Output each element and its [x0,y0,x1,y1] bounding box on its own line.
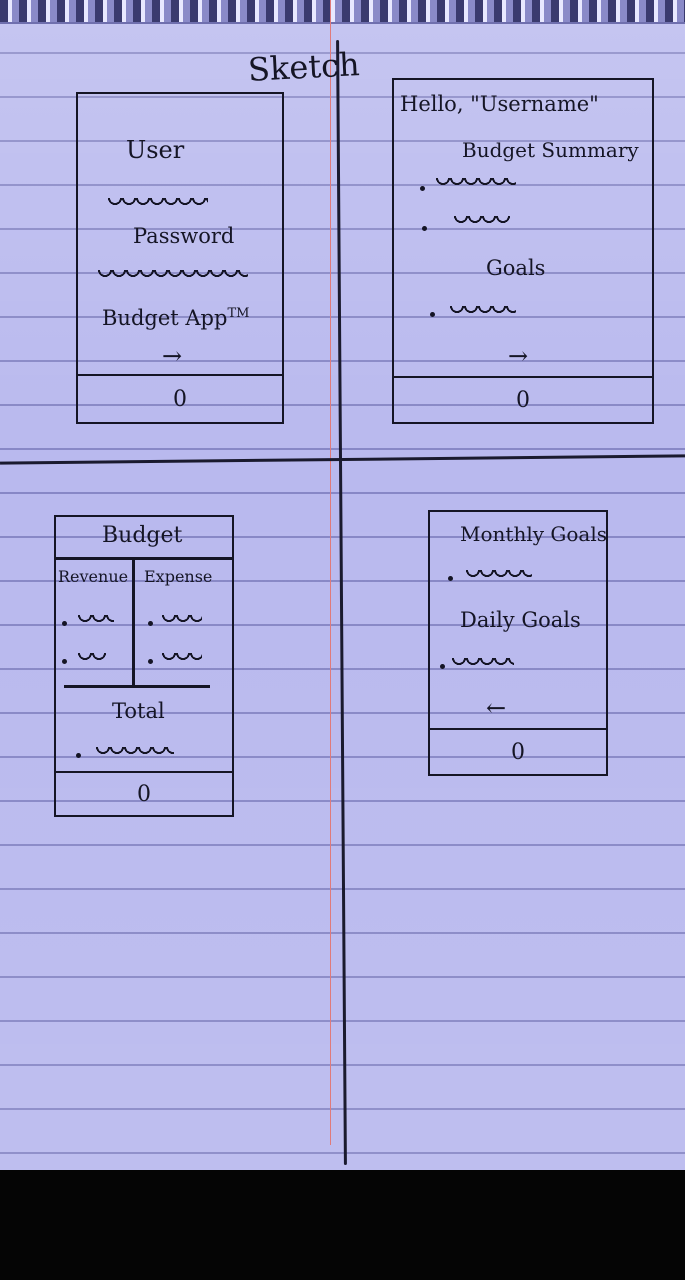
expense-item-line [162,653,202,665]
total-label: Total [112,699,165,723]
back-arrow-button[interactable]: ← [486,694,507,722]
trademark-mark: TM [227,306,250,321]
bullet [420,186,425,191]
spiral-binding [0,0,685,24]
total-divider [64,685,210,688]
next-arrow-button[interactable]: → [162,342,183,370]
bottom-nav-bar: 0 [430,728,606,774]
bullet [448,576,453,581]
greeting-text: Hello, "Username" [400,92,599,116]
vertical-divider [336,40,347,1165]
home-nav-icon[interactable]: 0 [516,387,530,413]
revenue-item-line [78,615,114,627]
bottom-nav-bar: 0 [78,374,282,422]
sketch-heading: Sketch [247,45,361,89]
horizontal-divider [0,454,685,465]
bottom-nav-bar: 0 [394,376,652,422]
user-label: User [126,136,185,164]
margin-line [330,0,331,1145]
bottom-nav-bar: 0 [56,771,232,815]
bullet [62,659,67,664]
login-screen-frame: User Password Budget AppTM → 0 [76,92,284,424]
expense-header: Expense [144,567,213,586]
budget-summary-label: Budget Summary [462,138,639,162]
monthly-goals-label: Monthly Goals [460,522,607,546]
home-nav-icon[interactable]: 0 [511,739,525,765]
revenue-header: Revenue [58,567,129,586]
bullet [76,753,81,758]
monthly-goal-line [466,570,532,582]
next-arrow-button[interactable]: → [508,342,529,370]
bullet [148,659,153,664]
dark-background [0,1170,685,1280]
notebook-page: Sketch User Password Budget AppTM → 0 He… [0,0,685,1170]
summary-item-line [436,178,516,190]
summary-item-line [454,216,510,228]
total-value-line [96,747,174,759]
column-divider [132,559,135,687]
password-input-line[interactable] [98,270,248,282]
app-name-text: Budget App [102,306,228,330]
budget-title: Budget [102,523,183,548]
budget-screen-frame: Budget Revenue Expense Total 0 [54,515,234,817]
bullet [62,621,67,626]
bullet [422,226,427,231]
home-nav-icon[interactable]: 0 [173,386,187,412]
bullet [148,621,153,626]
summary-screen-frame: Hello, "Username" Budget Summary Goals →… [392,78,654,424]
user-input-line[interactable] [108,198,208,210]
goals-screen-frame: Monthly Goals Daily Goals ← 0 [428,510,608,776]
password-label: Password [133,224,235,248]
daily-goal-line [452,658,514,670]
revenue-item-line [78,653,106,665]
bullet [430,312,435,317]
goal-item-line [450,306,516,318]
app-name: Budget AppTM [102,306,249,330]
home-nav-icon[interactable]: 0 [137,781,151,807]
goals-label: Goals [486,256,546,280]
expense-item-line [162,615,202,627]
bullet [440,664,445,669]
daily-goals-label: Daily Goals [460,608,581,632]
header-divider [56,557,232,560]
